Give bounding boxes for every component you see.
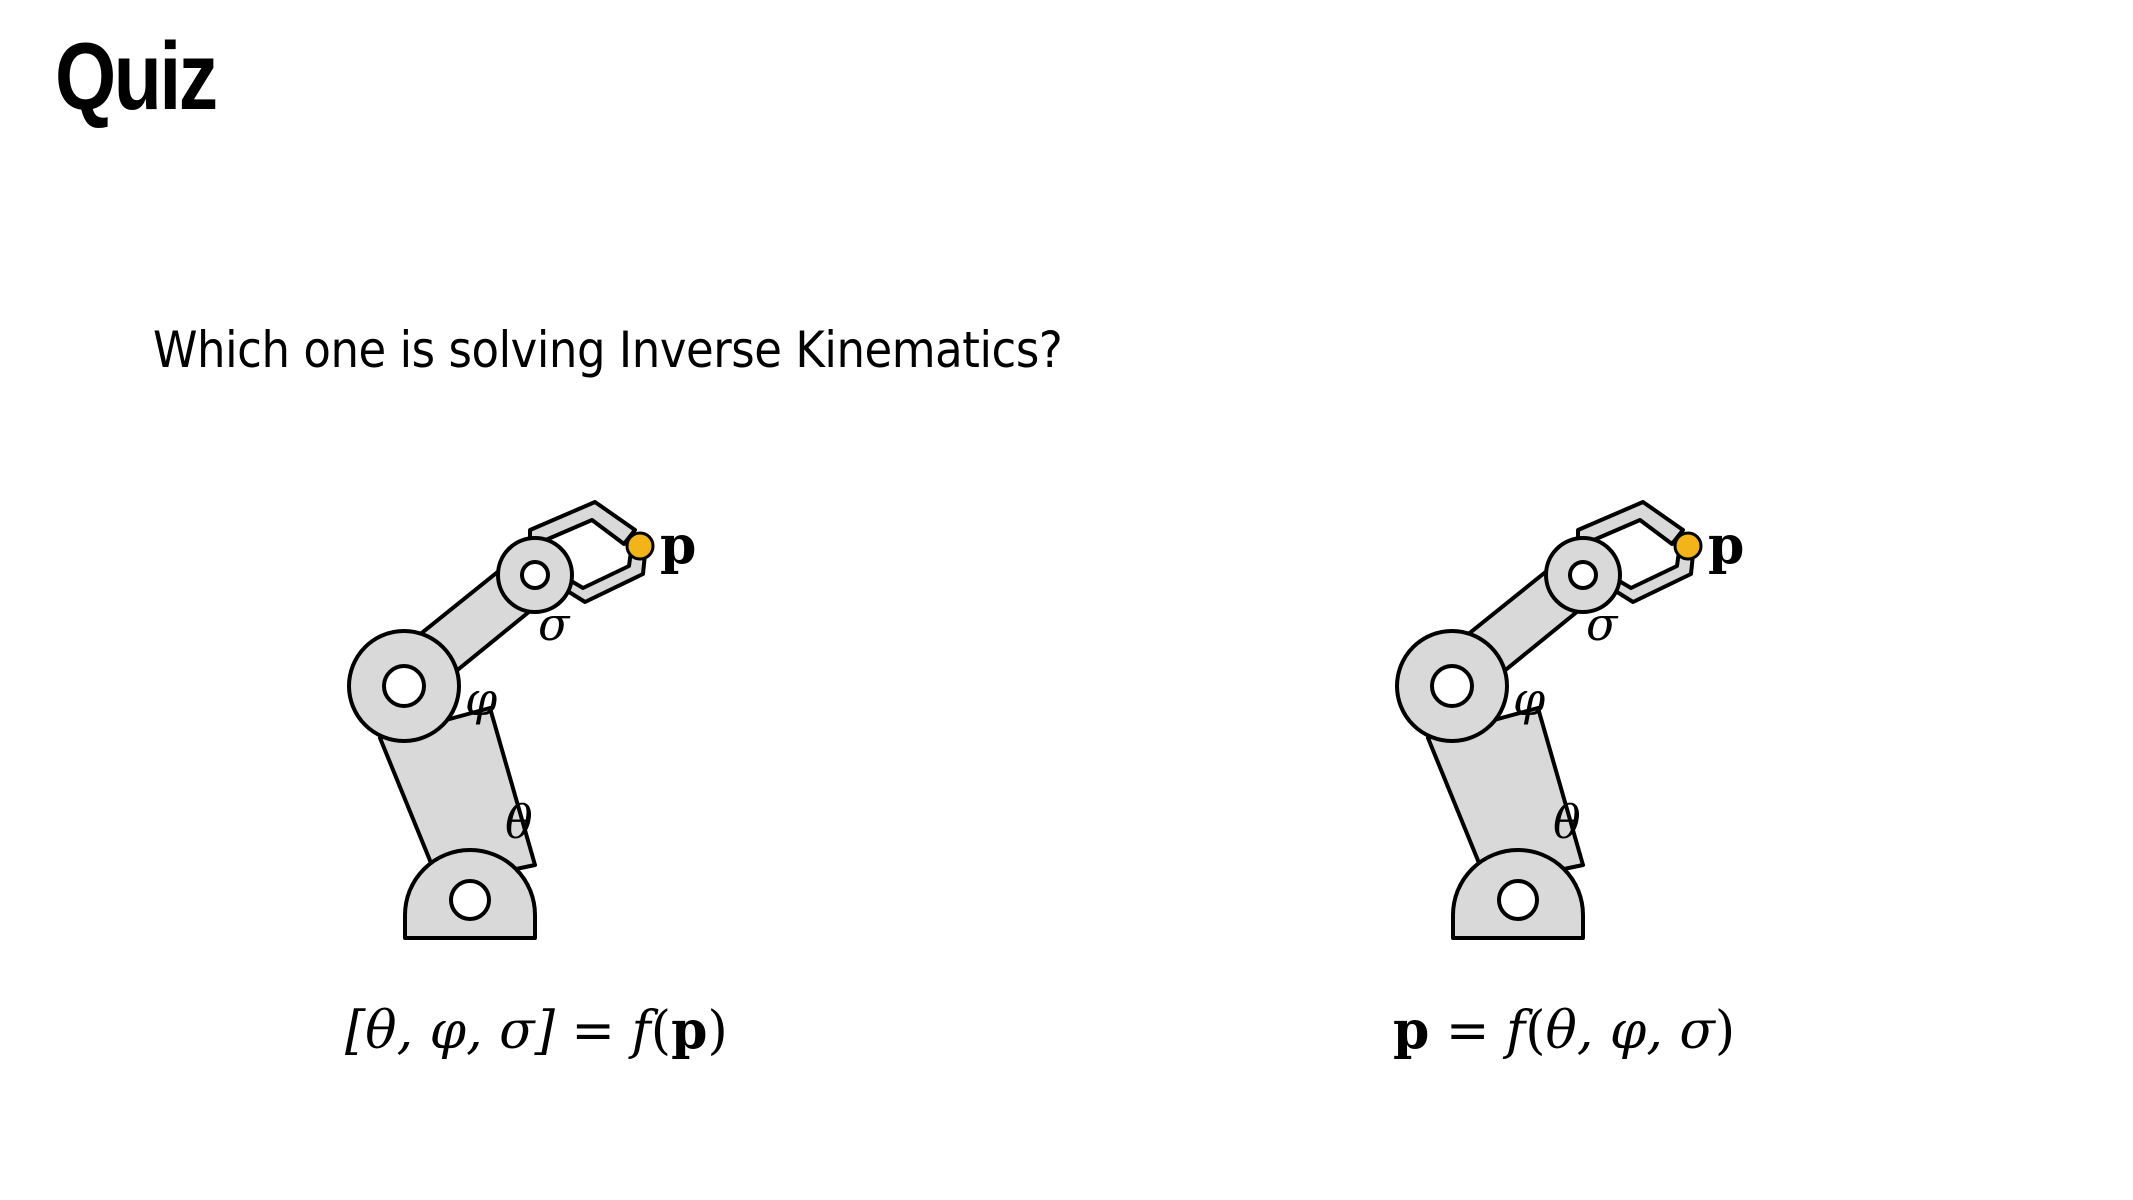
formula-open-paren: ( (650, 1001, 672, 1061)
base-pivot (1497, 879, 1539, 921)
lower-arm-link (1426, 706, 1585, 887)
quiz-question: Which one is solving Inverse Kinematics? (153, 321, 1063, 379)
slide-title: Quiz (55, 23, 218, 130)
formula-equals: = (554, 1001, 632, 1061)
elbow-pivot (382, 664, 426, 708)
formula-argument: θ, φ, σ (1545, 1001, 1715, 1061)
end-effector-point (625, 531, 655, 561)
formula-equals: = (1429, 1001, 1506, 1061)
sigma-label: σ (1586, 597, 1619, 651)
phi-label: φ (1513, 672, 1546, 726)
phi-label: φ (465, 672, 498, 726)
wrist-pivot (520, 560, 550, 590)
point-label: p (1708, 515, 1744, 576)
end-effector-point (1673, 531, 1703, 561)
formula-lhs: p (1393, 1000, 1430, 1061)
formula-close-paren: ) (1714, 1001, 1736, 1061)
robot-arm-diagram-left: p σ φ θ (347, 500, 696, 940)
formula-open-paren: ( (1525, 1001, 1546, 1061)
robot-arm-diagram-right: p σ φ θ (1395, 500, 1744, 940)
formula-argument: p (671, 1000, 708, 1061)
formula-lhs: [θ, φ, σ] (345, 1001, 555, 1061)
elbow-pivot (1430, 664, 1474, 708)
base-pivot (449, 879, 491, 921)
formula-function: f (1506, 1001, 1526, 1061)
formula-close-paren: ) (707, 1001, 728, 1061)
lower-arm-link (378, 706, 537, 887)
point-label: p (660, 515, 696, 576)
formula-left: [θ, φ, σ] = f(p) (345, 1000, 728, 1061)
formula-function: f (631, 1001, 651, 1061)
theta-label: θ (505, 795, 533, 849)
sigma-label: σ (538, 597, 571, 651)
formula-right: p = f(θ, φ, σ) (1393, 1000, 1735, 1061)
theta-label: θ (1553, 795, 1581, 849)
wrist-pivot (1568, 560, 1598, 590)
